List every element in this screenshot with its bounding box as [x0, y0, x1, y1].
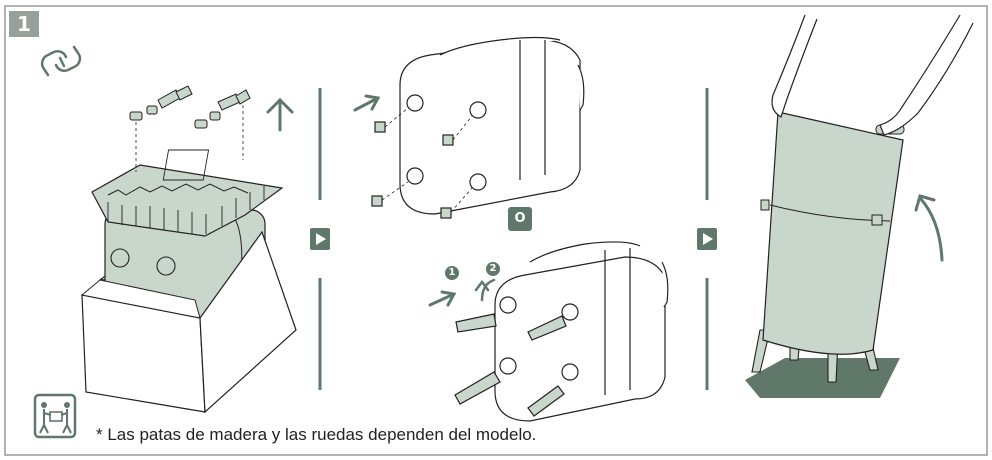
insert-arrow-icon	[428, 290, 457, 307]
rotate-arrow-icon	[914, 194, 944, 262]
rotate-arrow-icon	[474, 278, 496, 302]
sequence-number-2: 2	[486, 262, 500, 276]
step-number-badge: 1	[9, 11, 39, 37]
footnote-text: * Las patas de madera y las ruedas depen…	[96, 425, 537, 444]
sequence-number-1: 1	[445, 266, 459, 280]
insert-arrow-icon	[353, 94, 381, 112]
unit-with-legs-illustration	[371, 36, 585, 219]
unit-with-wheels-illustration	[454, 241, 669, 422]
upright-unit-illustration	[745, 14, 974, 398]
link-icon	[40, 45, 82, 77]
play-arrow-icon	[697, 228, 717, 250]
packaging-illustration	[80, 85, 297, 414]
up-arrow-icon	[266, 97, 294, 132]
panel-border	[4, 5, 988, 456]
play-arrow-icon	[310, 228, 330, 250]
or-badge: O	[508, 207, 532, 231]
two-person-lift-icon	[33, 393, 77, 439]
